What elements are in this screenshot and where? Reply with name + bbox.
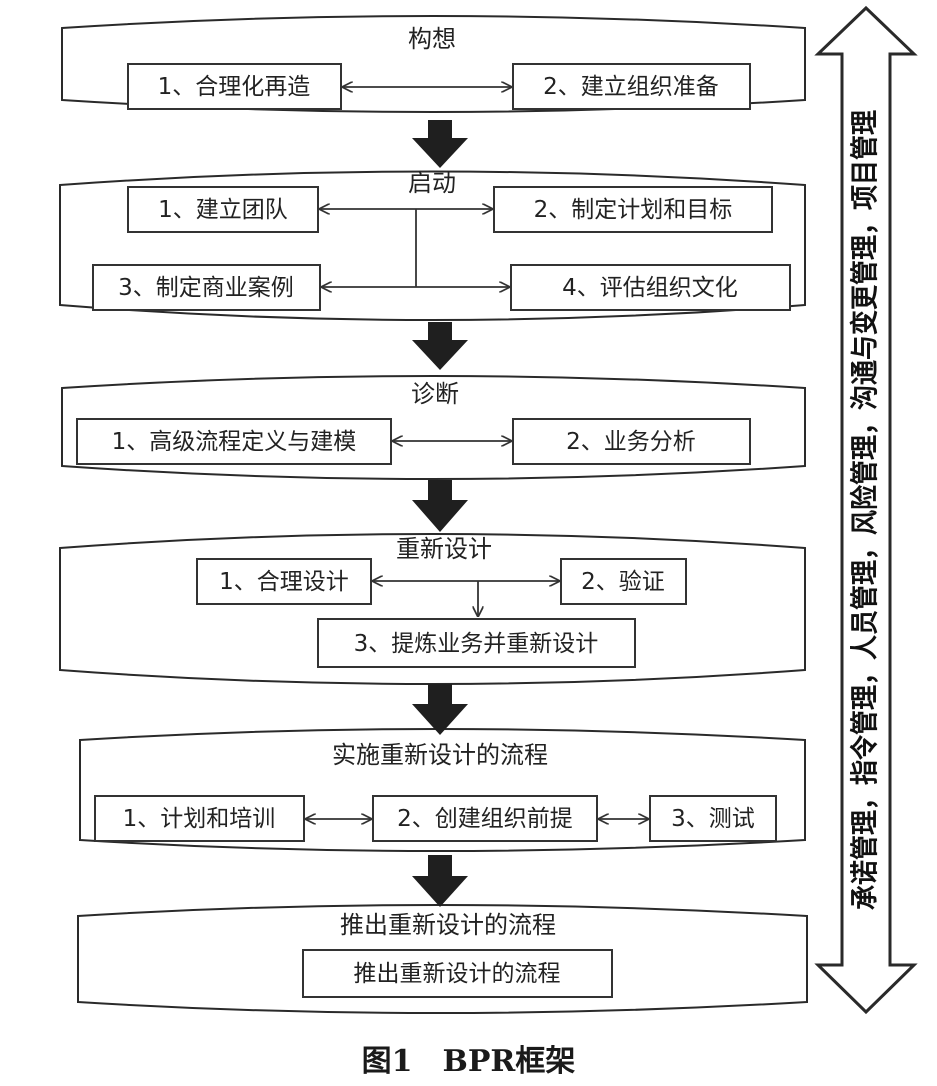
management-double-arrow: [814, 5, 918, 1015]
step-box-diagnose-1: [76, 418, 392, 465]
step-label-concept-1: 1、合理化再造: [158, 74, 311, 100]
flow-arrow-3: [412, 480, 468, 532]
step-label-implement-2: 2、创建组织前提: [397, 806, 573, 832]
step-label-rollout-1: 推出重新设计的流程: [354, 961, 561, 987]
step-label-redesign-1: 1、合理设计: [219, 569, 349, 595]
step-label-launch-3: 3、制定商业案例: [118, 275, 294, 301]
step-box-redesign-2: [560, 558, 687, 605]
stage-title-redesign: 重新设计: [396, 535, 492, 563]
flow-arrow-2: [412, 322, 468, 370]
stage-title-launch: 启动: [408, 169, 456, 197]
step-box-redesign-3: [317, 618, 636, 668]
step-label-diagnose-2: 2、业务分析: [566, 429, 696, 455]
step-box-implement-1: [94, 795, 305, 842]
step-label-diagnose-1: 1、高级流程定义与建模: [112, 429, 357, 455]
step-box-concept-2: [512, 63, 751, 110]
step-label-redesign-2: 2、验证: [581, 569, 665, 595]
step-label-concept-2: 2、建立组织准备: [543, 74, 719, 100]
step-box-launch-3: [92, 264, 321, 311]
stage-title-concept: 构想: [408, 25, 456, 53]
step-box-diagnose-2: [512, 418, 751, 465]
step-box-launch-4: [510, 264, 791, 311]
step-box-implement-2: [372, 795, 598, 842]
step-box-implement-3: [649, 795, 777, 842]
step-box-concept-1: [127, 63, 342, 110]
stage-title-implement: 实施重新设计的流程: [332, 741, 548, 769]
stage-title-rollout: 推出重新设计的流程: [340, 911, 556, 939]
management-side-label: 承诺管理，指令管理，人员管理，风险管理，沟通与变更管理，项目管理: [848, 110, 881, 910]
step-label-redesign-3: 3、提炼业务并重新设计: [354, 631, 599, 657]
flow-arrow-5: [412, 855, 468, 907]
step-label-launch-2: 2、制定计划和目标: [534, 197, 733, 223]
step-label-implement-3: 3、测试: [671, 806, 755, 832]
stage-title-diagnose: 诊断: [411, 380, 459, 408]
step-box-rollout-1: [302, 949, 613, 998]
step-label-launch-1: 1、建立团队: [158, 197, 288, 223]
figure-caption: 图1 BPR框架: [361, 1044, 576, 1079]
step-box-launch-2: [493, 186, 773, 233]
flow-arrow-1: [412, 120, 468, 168]
step-label-implement-1: 1、计划和培训: [123, 806, 276, 832]
step-label-launch-4: 4、评估组织文化: [562, 275, 738, 301]
step-box-launch-1: [127, 186, 319, 233]
step-box-redesign-1: [196, 558, 372, 605]
flow-arrow-4: [412, 684, 468, 735]
